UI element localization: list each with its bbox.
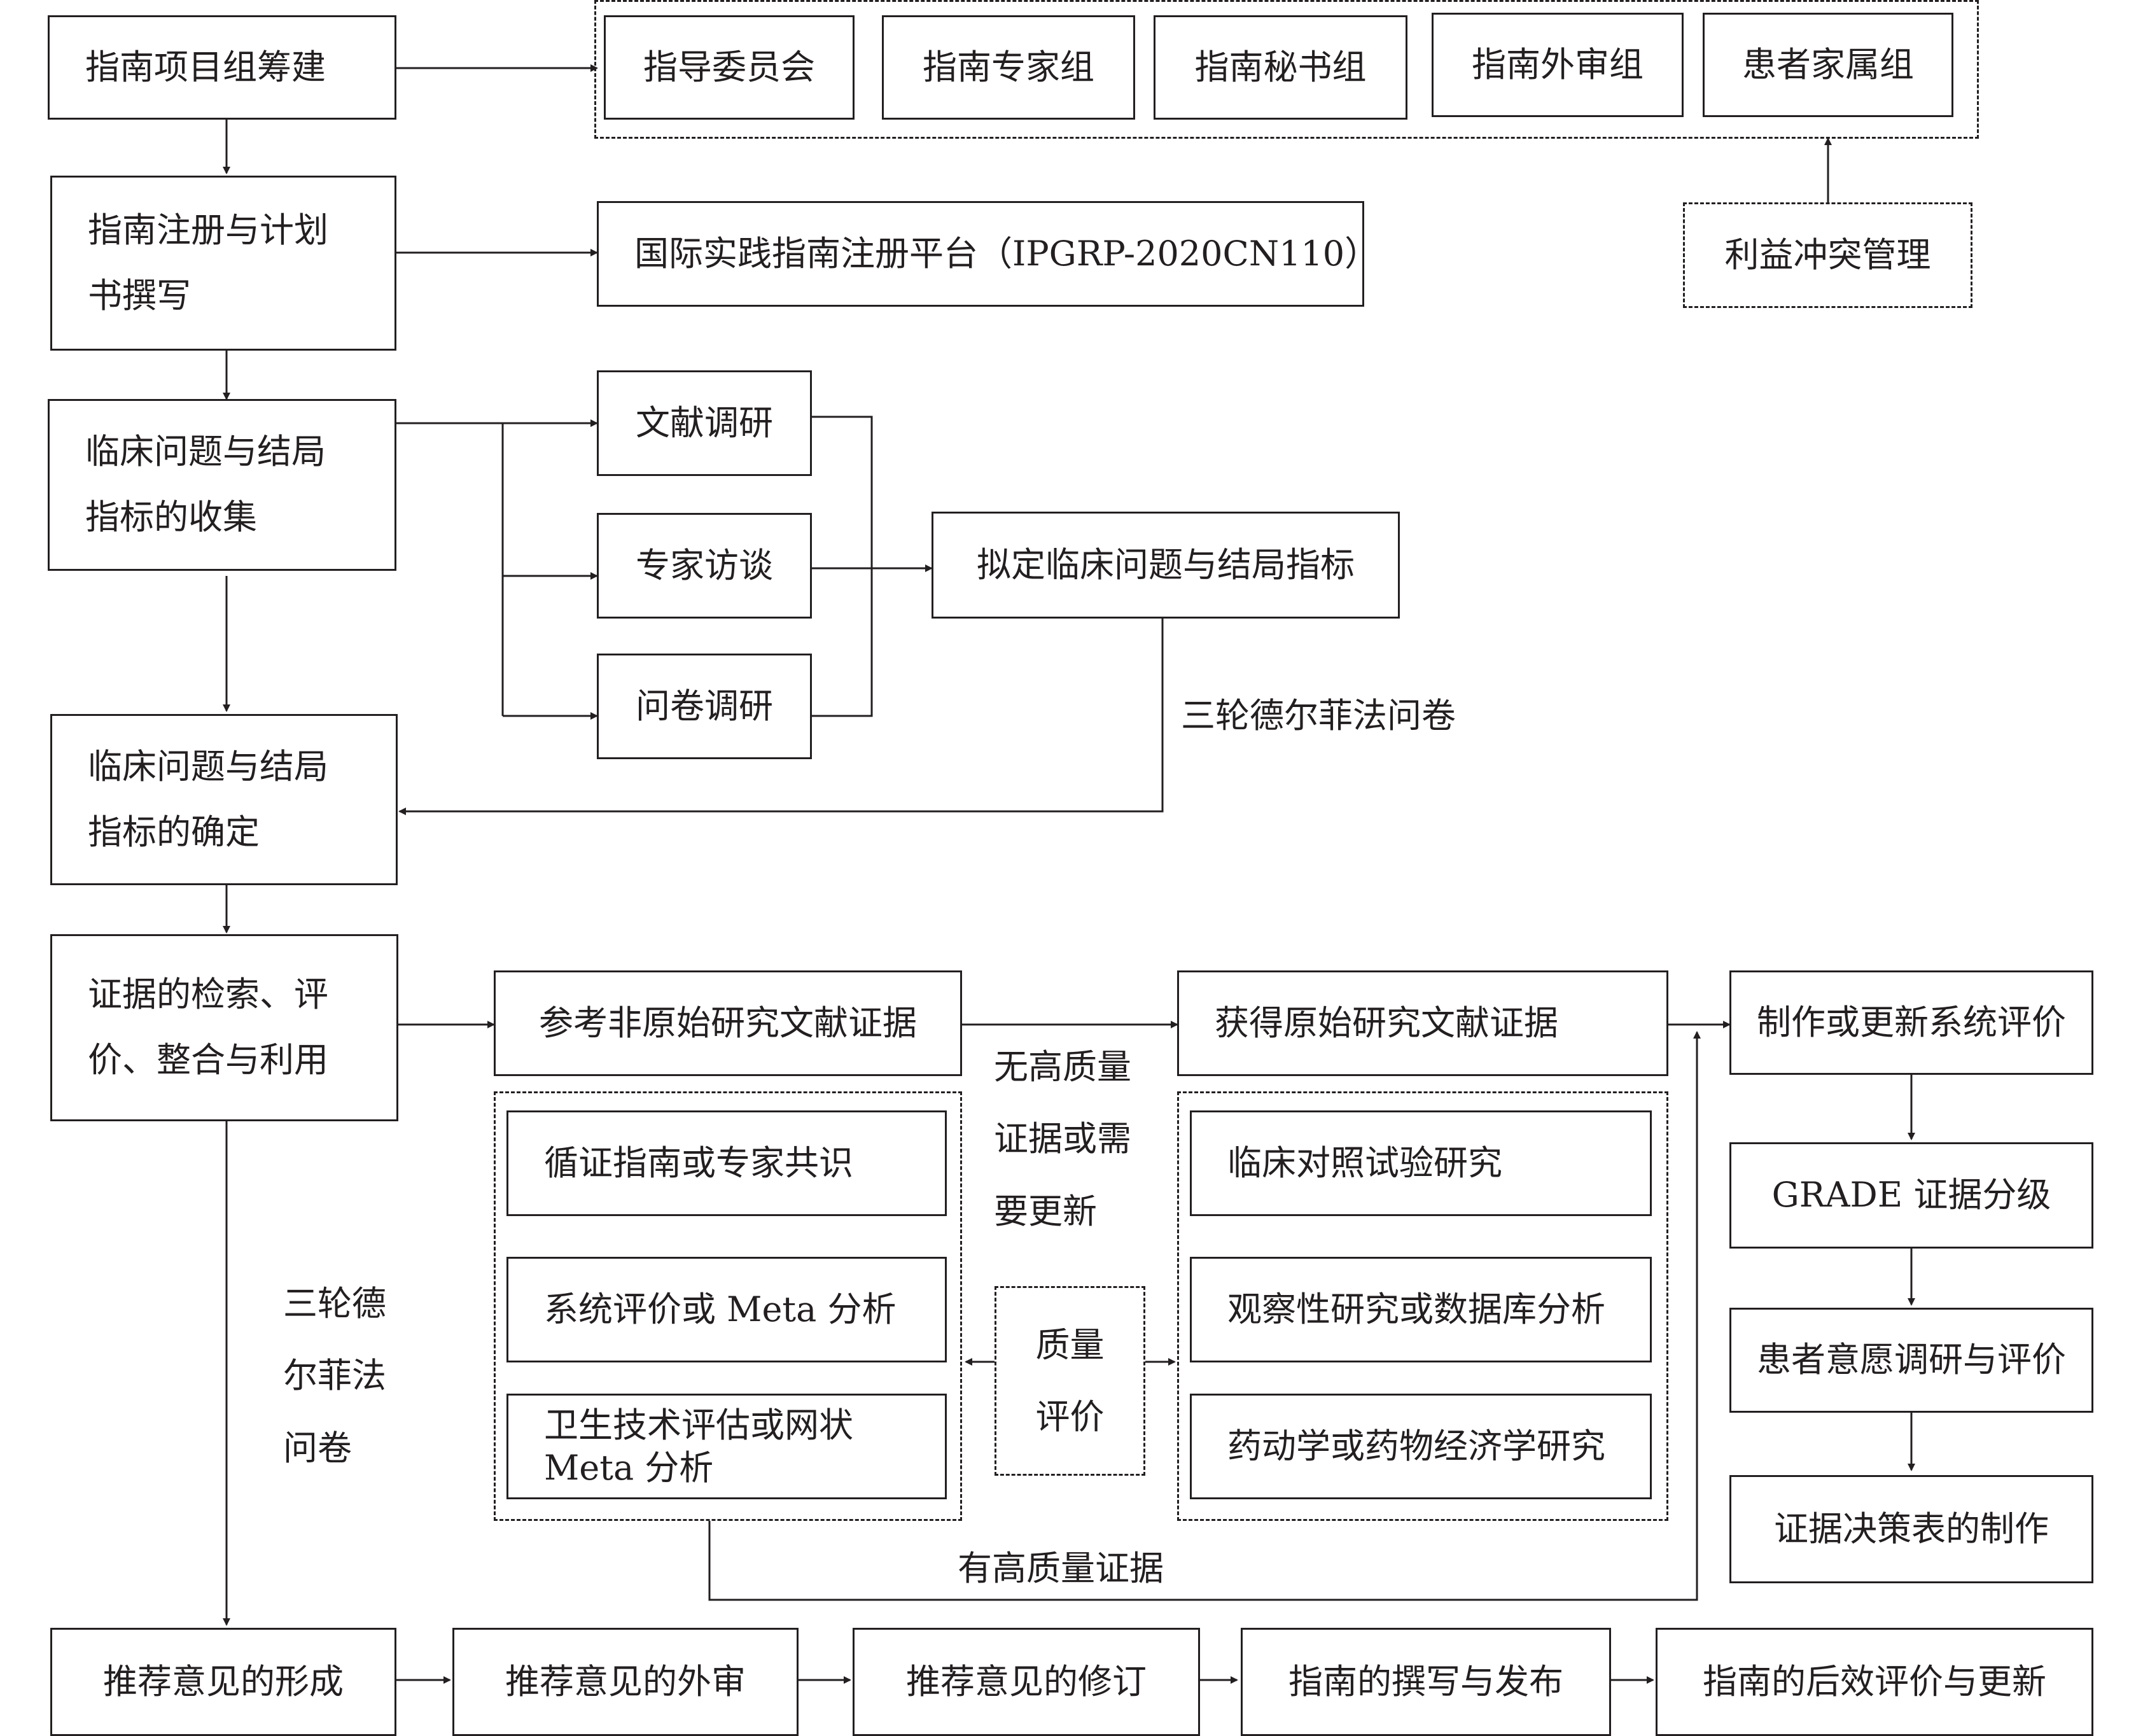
expert-interview: 专家访谈 bbox=[597, 513, 812, 619]
delphi-label-top: 三轮德尔菲法问卷 bbox=[1181, 696, 1456, 736]
observational-or-database: 观察性研究或数据库分析 bbox=[1190, 1257, 1652, 1362]
literature-research: 文献调研 bbox=[597, 370, 812, 476]
quality-evaluation: 质量 评价 bbox=[995, 1286, 1145, 1476]
collect-questions: 临床问题与结局 指标的收集 bbox=[48, 399, 396, 571]
expert-group: 指南专家组 bbox=[882, 15, 1135, 120]
working-groups-container bbox=[594, 0, 1979, 139]
form-recommendations: 推荐意见的形成 bbox=[50, 1628, 396, 1736]
hta-or-nma: 卫生技术评估或网状 Meta 分析 bbox=[506, 1394, 947, 1499]
secretary-group: 指南秘书组 bbox=[1154, 15, 1407, 120]
nonoriginal-evidence-group bbox=[494, 1091, 962, 1521]
delphi-label-side: 三轮德 尔菲法 问卷 bbox=[283, 1284, 386, 1468]
nonoriginal-evidence: 参考非原始研究文献证据 bbox=[494, 970, 962, 1076]
has-high-quality-label: 有高质量证据 bbox=[958, 1548, 1164, 1588]
connector-draft-to-confirm bbox=[407, 619, 1164, 813]
external-review-group: 指南外审组 bbox=[1432, 13, 1684, 117]
sr-or-meta: 系统评价或 Meta 分析 bbox=[506, 1257, 947, 1362]
original-evidence: 获得原始研究文献证据 bbox=[1177, 970, 1668, 1076]
write-and-publish: 指南的撰写与发布 bbox=[1241, 1628, 1611, 1736]
draft-questions: 拟定临床问题与结局指标 bbox=[932, 512, 1400, 619]
bracket-methods-merge bbox=[812, 416, 873, 717]
ipgrp-platform: 国际实践指南注册平台（IPGRP-2020CN110） bbox=[597, 201, 1379, 307]
no-high-quality-label: 无高质量 证据或需 要更新 bbox=[994, 1047, 1131, 1231]
conflict-of-interest-management: 利益冲突管理 bbox=[1683, 202, 1972, 308]
external-review-recommendations: 推荐意见的外审 bbox=[452, 1628, 799, 1736]
etd-table: 证据决策表的制作 bbox=[1729, 1475, 2093, 1583]
establish-project-group: 指南项目组筹建 bbox=[48, 15, 396, 120]
clinical-controlled-trials: 临床对照试验研究 bbox=[1190, 1110, 1652, 1216]
original-evidence-group bbox=[1177, 1091, 1668, 1521]
bracket-collect-to-methods bbox=[396, 422, 597, 717]
questionnaire-research: 问卷调研 bbox=[597, 654, 812, 759]
patient-preference: 患者意愿调研与评价 bbox=[1729, 1308, 2093, 1413]
registration-and-plan: 指南注册与计划 书撰写 bbox=[50, 176, 396, 351]
revise-recommendations: 推荐意见的修订 bbox=[853, 1628, 1200, 1736]
pharmaco-studies: 药动学或药物经济学研究 bbox=[1190, 1394, 1652, 1499]
confirm-questions: 临床问题与结局 指标的确定 bbox=[50, 714, 398, 885]
grade-evidence: GRADE 证据分级 bbox=[1729, 1142, 2093, 1249]
evidence-retrieval: 证据的检索、评 价、整合与利用 bbox=[50, 934, 398, 1121]
ebg-or-consensus: 循证指南或专家共识 bbox=[506, 1110, 947, 1216]
steering-committee: 指导委员会 bbox=[604, 15, 855, 120]
post-evaluation-update: 指南的后效评价与更新 bbox=[1656, 1628, 2093, 1736]
connector-has-high-quality bbox=[708, 1034, 1698, 1601]
make-update-sr: 制作或更新系统评价 bbox=[1729, 970, 2093, 1075]
patient-family-group: 患者家属组 bbox=[1703, 13, 1953, 117]
